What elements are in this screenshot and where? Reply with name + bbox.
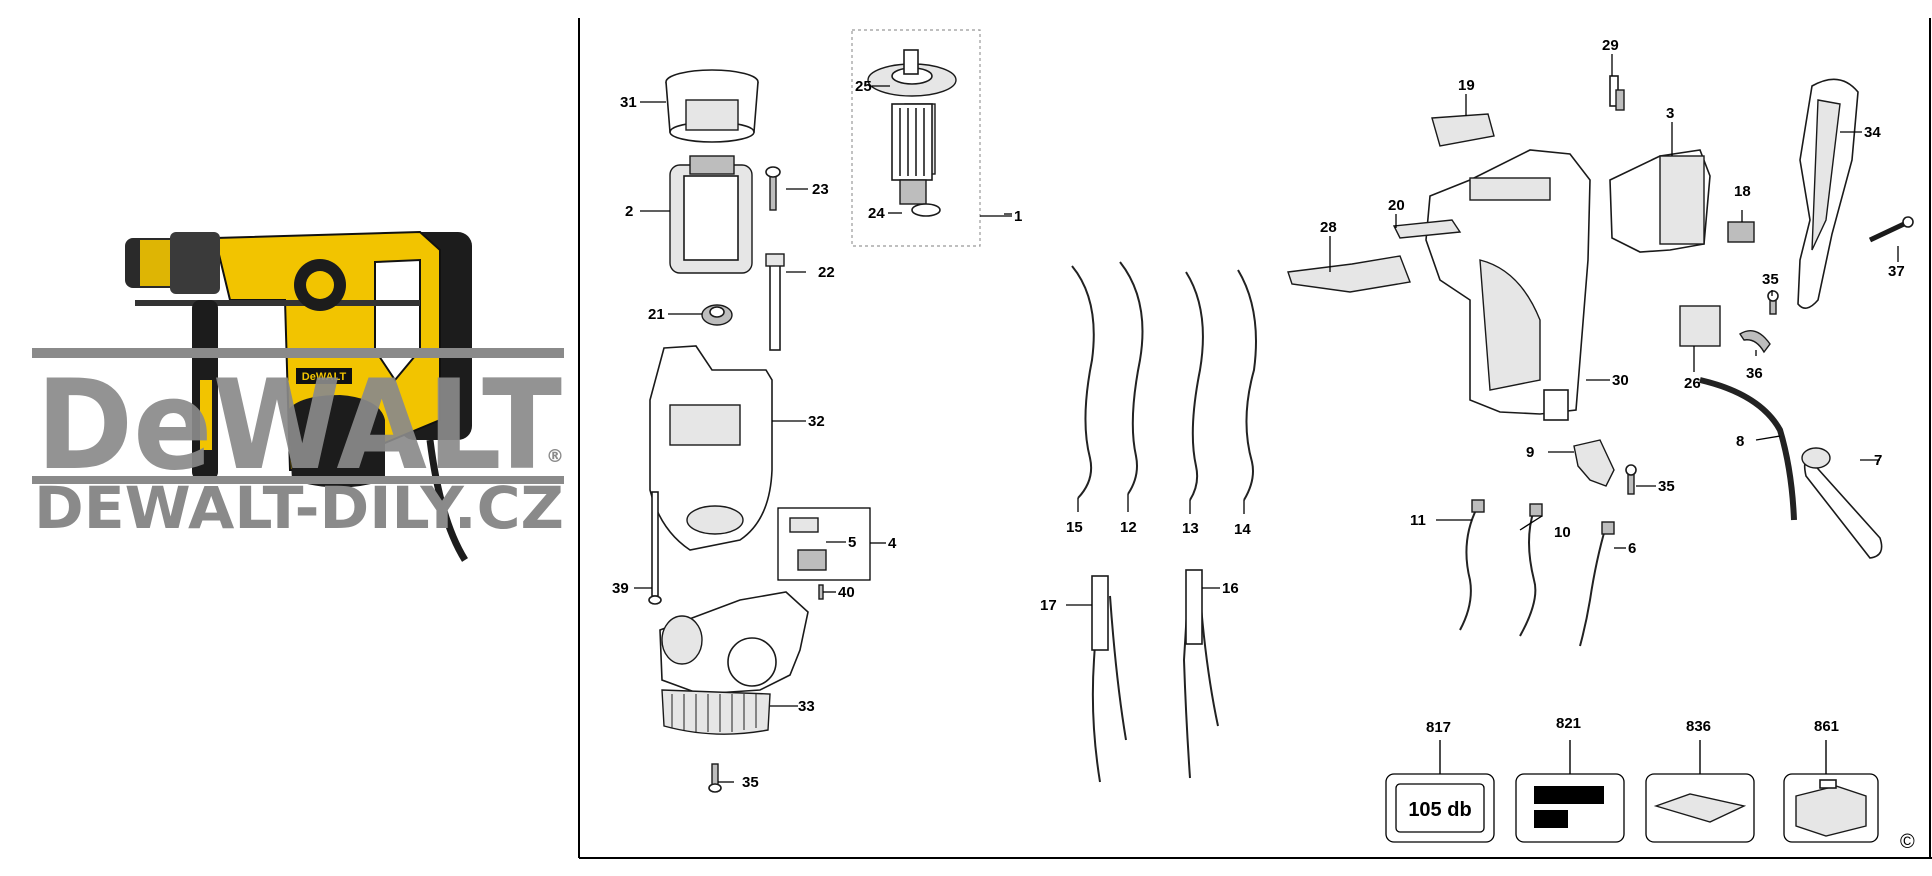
screw-35a-drawing <box>708 763 722 793</box>
callout-31: 31 <box>620 94 637 111</box>
diagram-frame <box>578 18 1932 859</box>
callout-36: 36 <box>1746 365 1763 382</box>
bearing-21-drawing <box>701 304 733 326</box>
callout-22: 22 <box>818 264 835 281</box>
callout-18: 18 <box>1734 183 1751 200</box>
callout-35b: 35 <box>1762 271 1779 288</box>
screw-35c-drawing <box>1625 464 1637 495</box>
brush-box-4 <box>777 507 871 581</box>
callout-37: 37 <box>1888 263 1905 280</box>
tool-badge: DeWALT <box>302 371 347 383</box>
field-stator-drawing <box>669 155 753 274</box>
capacitor-26-drawing <box>1679 305 1721 347</box>
accessory-821 <box>1515 740 1625 843</box>
callout-861: 861 <box>1814 718 1839 735</box>
callout-39: 39 <box>612 580 629 597</box>
part-20-drawing <box>1392 219 1462 239</box>
callout-29: 29 <box>1602 37 1619 54</box>
callout-8: 8 <box>1736 433 1744 450</box>
accessory-836 <box>1645 740 1755 843</box>
callout-836: 836 <box>1686 718 1711 735</box>
callout-24: 24 <box>868 205 885 222</box>
callouts: 31 25 2 23 24 1 22 21 32 5 4 39 40 33 35… <box>612 37 1915 853</box>
clip-9-drawing <box>1573 439 1615 487</box>
registered-mark: ® <box>546 446 564 467</box>
armature-box <box>851 29 981 247</box>
callout-35a: 35 <box>742 774 759 791</box>
brush-18-drawing <box>1727 221 1755 243</box>
cordguard-7-drawing <box>1801 447 1883 559</box>
clamp-36-drawing <box>1739 330 1771 354</box>
housing-32-drawing <box>649 345 773 551</box>
callout-16: 16 <box>1222 580 1239 597</box>
callout-13: 13 <box>1182 520 1199 537</box>
callout-35c: 35 <box>1658 478 1675 495</box>
callout-19: 19 <box>1458 77 1475 94</box>
copyright-mark: © <box>1900 831 1915 853</box>
part-31-drawing <box>665 69 759 143</box>
handle-34-drawing <box>1797 78 1859 309</box>
callout-821: 821 <box>1556 715 1581 732</box>
callout-30: 30 <box>1612 372 1629 389</box>
callout-34: 34 <box>1864 124 1881 141</box>
callout-5: 5 <box>848 534 856 551</box>
accessory-817: 105 db <box>1385 740 1495 843</box>
callout-33: 33 <box>798 698 815 715</box>
callout-14: 14 <box>1234 521 1251 538</box>
part-28-drawing <box>1287 255 1411 293</box>
wires-11-10-6 <box>1459 499 1615 647</box>
accessory-861 <box>1783 740 1879 843</box>
wires-group <box>1071 261 1257 783</box>
callout-1: 1 <box>1014 208 1022 225</box>
noise-label: 105 db <box>1408 799 1471 821</box>
callout-26: 26 <box>1684 375 1701 392</box>
watermark: DeWALT ® DEWALT-DILY.CZ <box>32 348 564 542</box>
callout-40: 40 <box>838 584 855 601</box>
callout-28: 28 <box>1320 219 1337 236</box>
leader-lines <box>634 54 1899 783</box>
bolt-39-drawing <box>648 491 662 605</box>
part-22-drawing <box>765 253 785 351</box>
callout-15: 15 <box>1066 519 1083 536</box>
callout-817: 817 <box>1426 719 1451 736</box>
part-19-drawing <box>1431 113 1495 147</box>
part-29-drawing <box>1609 75 1625 111</box>
cord-8-drawing <box>1699 377 1797 521</box>
watermark-logo: DeWALT <box>36 354 562 498</box>
callout-6: 6 <box>1628 540 1636 557</box>
screw-35b-drawing <box>1767 290 1779 315</box>
callout-32: 32 <box>808 413 825 430</box>
housing-30-drawing <box>1425 149 1591 421</box>
screw-40-drawing <box>818 584 824 600</box>
watermark-site: DEWALT-DILY.CZ <box>34 474 564 542</box>
screw-37-drawing <box>1868 216 1914 243</box>
callout-23: 23 <box>812 181 829 198</box>
callout-10: 10 <box>1554 524 1571 541</box>
callout-7: 7 <box>1874 452 1882 469</box>
callout-3: 3 <box>1666 105 1674 122</box>
callout-17: 17 <box>1040 597 1057 614</box>
callout-21: 21 <box>648 306 665 323</box>
gearcase-33-drawing <box>659 591 809 735</box>
callout-9: 9 <box>1526 444 1534 461</box>
callout-12: 12 <box>1120 519 1137 536</box>
callout-25: 25 <box>855 78 872 95</box>
callout-20: 20 <box>1388 197 1405 214</box>
callout-2: 2 <box>625 203 633 220</box>
switch-3-drawing <box>1609 149 1711 253</box>
screw-23-drawing <box>765 166 781 211</box>
callout-4: 4 <box>888 535 897 552</box>
callout-11: 11 <box>1410 512 1426 529</box>
